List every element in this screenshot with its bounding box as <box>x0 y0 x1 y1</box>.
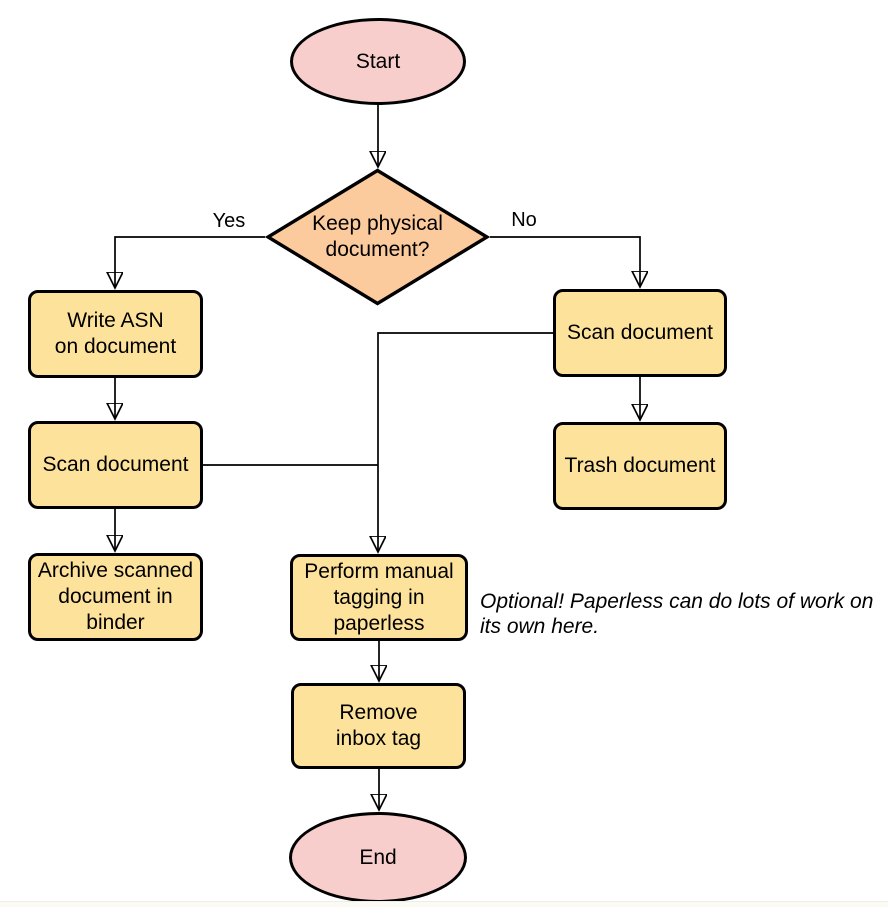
process-scan-document-left-label: Scan document <box>42 453 189 476</box>
edge-label-yes: Yes <box>200 209 258 233</box>
edge-decision-yes <box>115 236 265 287</box>
process-manual-tagging-label: Perform manual tagging in paperless <box>304 559 454 635</box>
process-remove-inbox-tag-label: Remove inbox tag <box>335 701 422 750</box>
end-node-label: End <box>359 845 397 869</box>
edge-label-no: No <box>496 208 552 232</box>
process-scan-document-right-label: Scan document <box>567 321 713 344</box>
process-manual-tagging: Perform manual tagging in paperless <box>290 554 468 641</box>
process-remove-inbox-tag: Remove inbox tag <box>291 683 466 769</box>
end-node: End <box>289 812 467 903</box>
process-scan-document-left: Scan document <box>28 421 203 509</box>
edge-decision-no <box>490 236 640 286</box>
process-archive-binder-label: Archive scanned document in binder <box>37 559 194 634</box>
decision-node: Keep physical document? <box>265 168 490 306</box>
diamond-shape <box>265 168 490 306</box>
start-node-label: Start <box>355 49 401 73</box>
start-node: Start <box>290 18 466 105</box>
process-write-asn-label: Write ASN on document <box>54 309 177 358</box>
process-trash-document: Trash document <box>553 422 727 510</box>
process-archive-binder: Archive scanned document in binder <box>28 553 203 641</box>
optional-note: Optional! Paperless can do lots of work … <box>480 590 874 638</box>
process-write-asn: Write ASN on document <box>28 290 203 378</box>
process-scan-document-right: Scan document <box>553 289 727 377</box>
process-trash-document-label: Trash document <box>564 454 716 477</box>
edge-scanright-to-tagging <box>378 332 553 551</box>
page-bottom-divider <box>0 901 888 907</box>
decision-node-label: Keep physical document? <box>312 212 443 261</box>
